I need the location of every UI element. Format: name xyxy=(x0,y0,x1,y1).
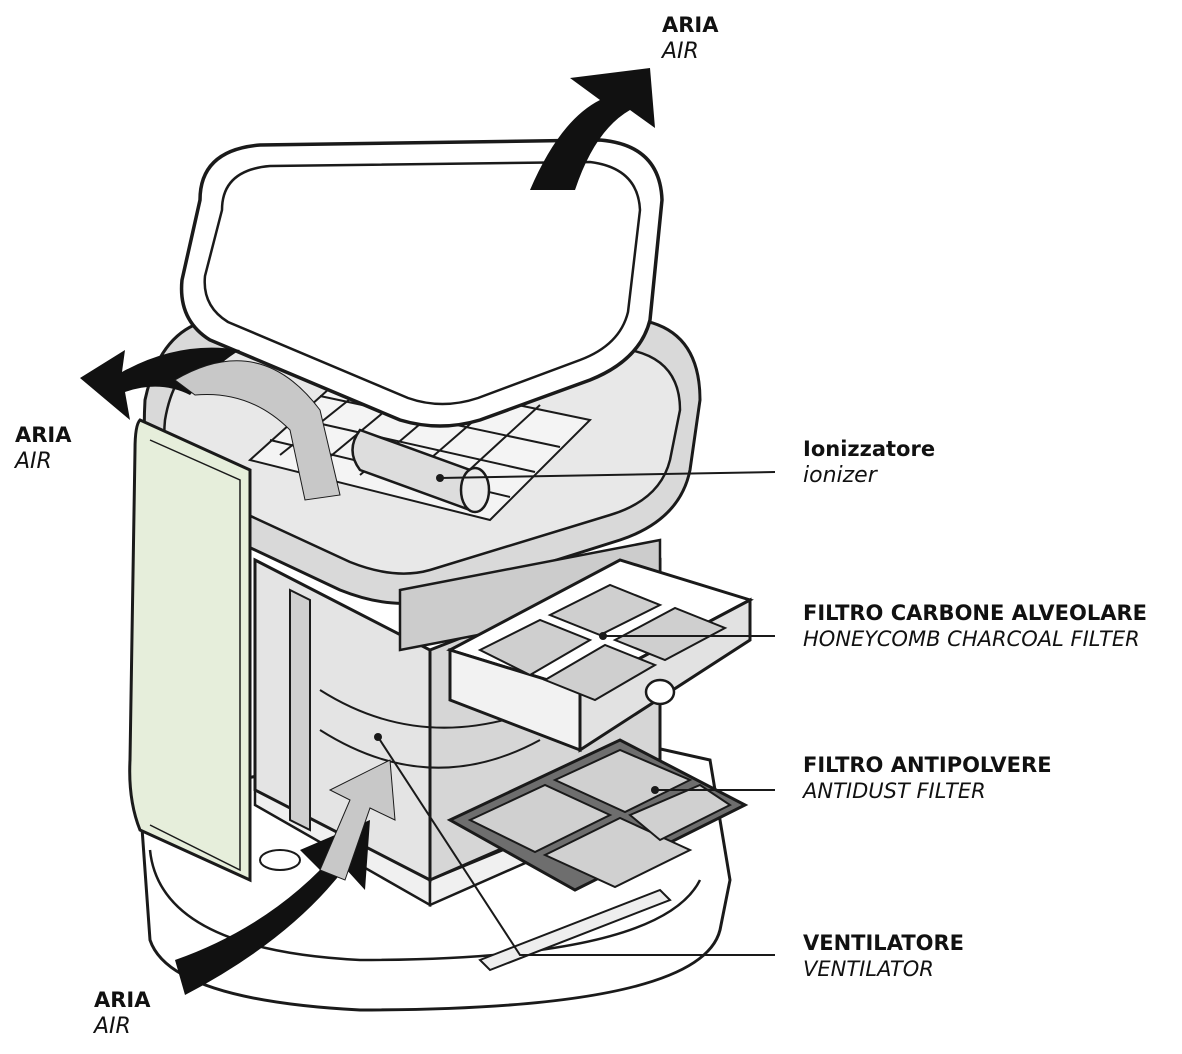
side-panel xyxy=(128,418,252,883)
ionizer-cylinder xyxy=(351,428,491,514)
air-label-bottom-it: ARIA xyxy=(94,988,151,1012)
label-antidust-filter: FILTRO ANTIPOLVERE ANTIDUST FILTER xyxy=(803,752,1052,805)
air-label-top: ARIA AIR xyxy=(662,12,719,66)
air-out-top-arrow xyxy=(530,68,655,190)
label-ventilator: VENTILATORE VENTILATOR xyxy=(803,930,964,983)
air-label-left: ARIA AIR xyxy=(15,422,72,476)
leader-dot-charcoal xyxy=(599,632,607,640)
label-ionizer: Ionizzatore ionizer xyxy=(803,436,935,490)
leader-dot-antidust xyxy=(651,786,659,794)
label-ionizer-it: Ionizzatore xyxy=(803,437,936,461)
air-label-left-en: AIR xyxy=(15,449,52,475)
label-ionizer-en: ionizer xyxy=(803,463,877,489)
leader-dot-ionizer xyxy=(436,474,444,482)
label-ventilator-it: VENTILATORE xyxy=(803,931,965,955)
air-label-bottom: ARIA AIR xyxy=(94,987,151,1041)
air-in-bottom-arrow xyxy=(175,820,370,995)
air-label-top-it: ARIA xyxy=(662,13,719,37)
air-label-bottom-en: AIR xyxy=(94,1014,131,1040)
leader-dots xyxy=(374,474,659,794)
leader-line-ionizer xyxy=(439,471,776,479)
label-charcoal-filter-en: HONEYCOMB CHARCOAL FILTER xyxy=(803,627,1140,652)
air-out-left-arrow xyxy=(80,347,240,420)
air-in-upward-arrow xyxy=(174,360,341,501)
label-charcoal-filter-it: FILTRO CARBONE ALVEOLARE xyxy=(803,601,1147,625)
leader-line-ventilator xyxy=(377,736,775,956)
label-antidust-filter-it: FILTRO ANTIPOLVERE xyxy=(803,753,1052,777)
antidust-filter-tray xyxy=(446,738,749,892)
leader-lines xyxy=(377,471,776,956)
charcoal-filter-drawer xyxy=(446,558,754,753)
leader-dot-ventilator xyxy=(374,733,382,741)
air-label-top-en: AIR xyxy=(662,39,699,65)
top-lid xyxy=(179,138,664,428)
label-antidust-filter-en: ANTIDUST FILTER xyxy=(803,779,986,804)
label-ventilator-en: VENTILATOR xyxy=(803,957,934,982)
air-label-left-it: ARIA xyxy=(15,423,72,447)
label-charcoal-filter: FILTRO CARBONE ALVEOLARE HONEYCOMB CHARC… xyxy=(803,600,1147,653)
air-in-light-arrow xyxy=(319,759,396,881)
